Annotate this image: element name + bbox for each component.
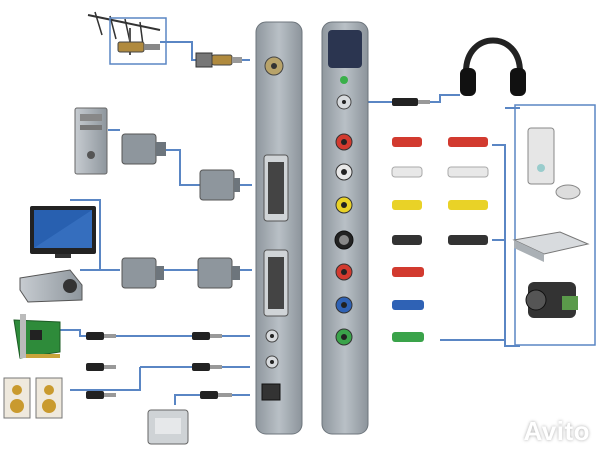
wire-pc-dvi bbox=[162, 149, 200, 186]
wire-speakers bbox=[70, 367, 141, 391]
game-console-icon bbox=[527, 127, 581, 200]
power-adapter-icon bbox=[147, 409, 189, 445]
component-blue-cable-icon bbox=[392, 300, 424, 310]
projector-icon bbox=[19, 269, 83, 303]
power-led bbox=[340, 76, 348, 84]
left-connector-panel bbox=[255, 21, 303, 435]
antenna-frame bbox=[109, 17, 167, 65]
component-green-cable-icon bbox=[392, 332, 424, 342]
rca-white-cable-icon bbox=[391, 166, 489, 178]
pc-tower-icon bbox=[74, 107, 108, 175]
headphones-icon bbox=[460, 37, 526, 96]
watermark-logo: Avito bbox=[523, 416, 590, 447]
flat-tv-icon bbox=[30, 206, 96, 258]
dvi-cable-plug-icon-2 bbox=[121, 257, 240, 289]
component-red-cable-icon bbox=[392, 267, 424, 277]
s-video-cable-icon bbox=[392, 235, 488, 245]
wire-card bbox=[60, 329, 250, 337]
wire-right-bus bbox=[492, 144, 520, 347]
rca-red-cable-icon bbox=[392, 137, 488, 147]
right-connector-panel bbox=[321, 21, 369, 435]
wire-tv bbox=[70, 199, 120, 271]
dc-in-port bbox=[261, 383, 281, 401]
pci-capture-card-icon bbox=[13, 314, 61, 359]
antenna-cable-plug-icon bbox=[195, 52, 242, 68]
right-devices-frame bbox=[514, 104, 596, 346]
rca-yellow-cable-icon bbox=[392, 200, 488, 210]
camcorder-icon bbox=[525, 282, 578, 318]
avito-logo-text: Avito bbox=[523, 416, 590, 446]
dvi-cable-plug-icon bbox=[121, 133, 240, 201]
tv-antenna-icon bbox=[87, 11, 161, 55]
audio-jack-plug-icon bbox=[86, 332, 232, 399]
dvd-player-icon bbox=[512, 231, 590, 262]
speakers-icon bbox=[3, 377, 63, 419]
connection-wires bbox=[60, 41, 520, 405]
right-cables bbox=[391, 98, 489, 342]
